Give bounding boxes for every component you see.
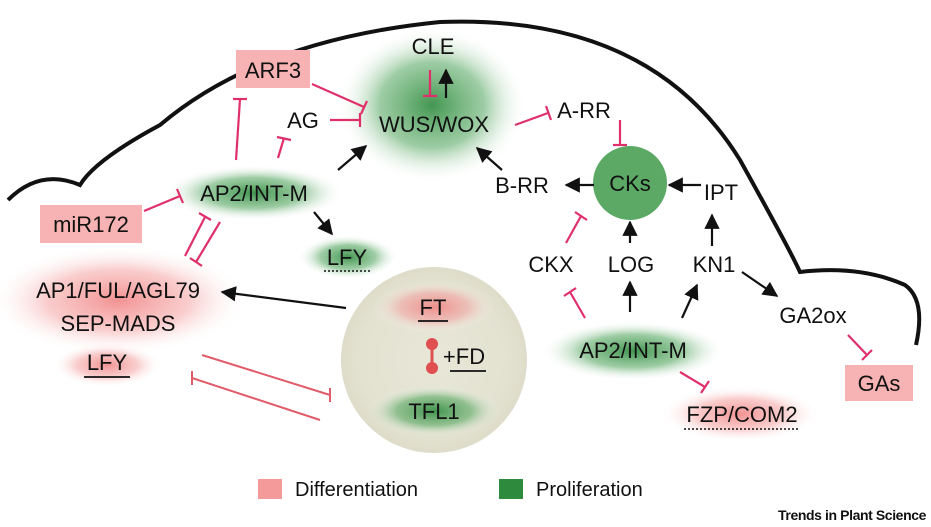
ap1-label: AP1/FUL/AGL79 bbox=[36, 278, 200, 303]
activation-edges bbox=[220, 68, 779, 319]
fzp-glow bbox=[660, 386, 820, 442]
ap2-inhibits-ag bbox=[276, 137, 286, 159]
cle-label: CLE bbox=[412, 34, 455, 59]
mir172-label: miR172 bbox=[53, 212, 129, 237]
ap2-inhibits-ckx bbox=[569, 291, 586, 319]
legend-proliferation-label: Proliferation bbox=[536, 479, 643, 501]
cks-circle bbox=[593, 146, 667, 220]
ipt-label: IPT bbox=[704, 180, 738, 205]
ap2-to-lfy-arrow bbox=[313, 211, 333, 236]
ap2-to-kn1-arrow bbox=[680, 283, 699, 319]
ckx-label: CKX bbox=[528, 252, 574, 277]
mir172-inhibits-ap2 bbox=[143, 194, 181, 213]
lfy-green-glow bbox=[298, 235, 398, 279]
fd-label: +FD bbox=[443, 344, 485, 369]
wus-inhibits-arr bbox=[514, 111, 549, 127]
ag-label: AG bbox=[287, 108, 319, 133]
ap2-top-label: AP2/INT-M bbox=[200, 181, 308, 206]
ap2-inhibits-ap1 bbox=[195, 221, 221, 263]
ap1-glow bbox=[0, 245, 248, 355]
legend-differentiation-swatch bbox=[258, 479, 282, 499]
a-rr-label: A-RR bbox=[557, 98, 611, 123]
ap2-top-glow bbox=[164, 165, 344, 221]
tfl1-label: TFL1 bbox=[408, 399, 459, 424]
ap2-inhibits-arf3 bbox=[234, 98, 242, 161]
ap2-inhibits-fzp bbox=[679, 371, 706, 388]
ap1-inhibits-ap2 bbox=[184, 216, 206, 257]
kn1-label: KN1 bbox=[693, 252, 736, 277]
arf3-label: ARF3 bbox=[245, 58, 301, 83]
tfl1-ap1-repression bbox=[191, 354, 331, 421]
fzp-label: FZP/COM2 bbox=[686, 402, 797, 427]
mir172-box bbox=[40, 205, 142, 243]
lfy-red-glow bbox=[52, 343, 162, 387]
brr-to-wus-arrow bbox=[475, 146, 503, 171]
ft-fd-dumbbell bbox=[426, 338, 438, 374]
wus-wox-glow bbox=[337, 27, 527, 183]
legend-proliferation-swatch bbox=[499, 479, 523, 499]
b-rr-label: B-RR bbox=[495, 173, 549, 198]
ckx-inhibits-cks bbox=[565, 215, 582, 244]
sep-label: SEP-MADS bbox=[61, 311, 176, 336]
wus-wox-label: WUS/WOX bbox=[379, 112, 489, 137]
legend-differentiation-label: Differentiation bbox=[295, 479, 418, 501]
ga2ox-inhibits-gas bbox=[847, 334, 868, 356]
ap2-bottom-label: AP2/INT-M bbox=[579, 338, 687, 363]
kn1-to-ga2ox-arrow bbox=[741, 271, 779, 297]
ap2-bottom-glow bbox=[541, 321, 725, 381]
arf3-inhibits-wus bbox=[311, 82, 365, 109]
ga2ox-label: GA2ox bbox=[779, 303, 846, 328]
ft-glow bbox=[372, 281, 496, 333]
gas-box bbox=[845, 365, 913, 401]
lfy-red-label: LFY bbox=[87, 350, 128, 375]
tfl1-glow bbox=[366, 385, 502, 437]
arf3-box bbox=[236, 50, 310, 88]
inhibition-edges bbox=[143, 70, 873, 394]
ft-label: FT bbox=[420, 295, 447, 320]
ft-to-ap1-arrow bbox=[220, 286, 347, 310]
meristem-outline bbox=[6, 19, 922, 346]
cks-label: CKs bbox=[609, 171, 651, 196]
ap2-to-wus-arrow bbox=[337, 144, 368, 171]
gas-label: GAs bbox=[858, 371, 901, 396]
journal-credit: Trends in Plant Science bbox=[778, 507, 927, 523]
log-label: LOG bbox=[608, 252, 654, 277]
lfy-green-label: LFY bbox=[327, 245, 368, 270]
